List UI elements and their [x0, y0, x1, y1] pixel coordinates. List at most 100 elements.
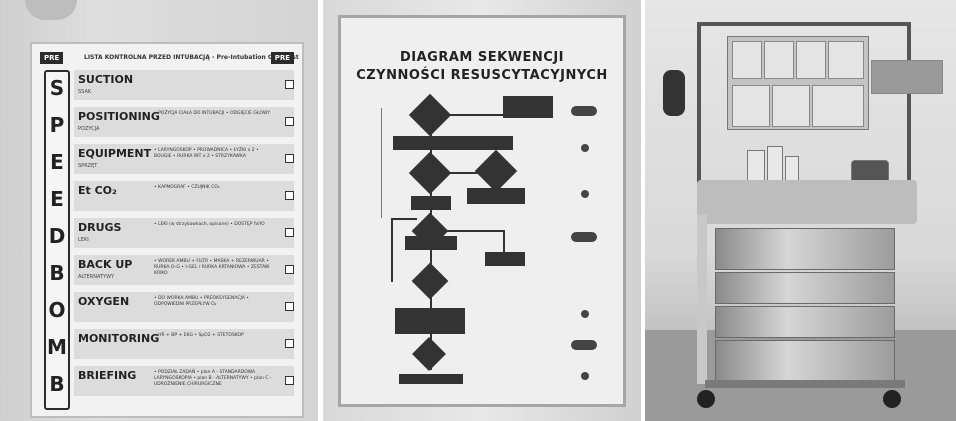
row-detail: • KAPNOGRAF • CZUJNIK CO₂	[154, 185, 220, 190]
mnemonic-letter: B	[49, 372, 65, 396]
process-node	[411, 196, 451, 210]
checklist-board: PRE LISTA KONTROLNA PRZED INTUBACJĄ - Pr…	[32, 44, 302, 416]
cart-photo	[645, 0, 956, 421]
row-label: EQUIPMENT	[78, 147, 152, 160]
checklist-row: SUCTION SSAK	[74, 70, 294, 100]
mnemonic-letter: O	[48, 298, 66, 322]
side-note-dot	[581, 144, 589, 152]
process-node	[503, 96, 553, 118]
row-detail: • DO WORKA AMBU • PREOKSYGENACJA • ODPOW…	[154, 296, 249, 307]
row-label: POSITIONING	[78, 110, 160, 123]
side-note-oval	[571, 106, 597, 116]
row-label: Et CO₂	[78, 184, 117, 197]
checklist-row: POSITIONING POZYCJA • POZYCJA CIAŁA DO I…	[74, 107, 294, 137]
process-node	[467, 188, 525, 204]
decision-node	[474, 149, 518, 193]
row-sublabel: ALTERNATYWY	[78, 274, 115, 280]
mnemonic-letter: M	[47, 335, 67, 359]
storage-bin	[812, 85, 864, 127]
checklist-row: DRUGS LEKI • LEKI (w strzykawkach, opisa…	[74, 218, 294, 248]
cart-top-rail	[697, 22, 911, 26]
checklist-row: BACK UP ALTERNATYWY • WOREK AMBU + FILTR…	[74, 255, 294, 285]
mnemonic-letter: S	[49, 76, 65, 100]
side-note-dot	[581, 372, 589, 380]
cart-base	[705, 380, 905, 388]
process-node	[393, 136, 513, 150]
pre-tag-right: PRE	[270, 52, 294, 64]
diagram-title-line1: DIAGRAM SEKWENCJI	[399, 50, 565, 65]
timeline-line	[381, 108, 382, 218]
row-detail: • LARYNGOSKOP • PROWADNICA • ŁYŻKI x 2 •…	[154, 148, 259, 159]
mnemonic-letter: E	[50, 150, 64, 174]
row-label: BACK UP	[78, 258, 133, 271]
process-node	[405, 236, 457, 250]
storage-bin	[732, 85, 770, 127]
checklist-row: EQUIPMENT SPRZĘT • LARYNGOSKOP • PROWADN…	[74, 144, 294, 174]
row-detail: • POZYCJA CIAŁA DO INTUBACJI • ODGIĘCIE …	[154, 111, 271, 116]
cart-drawer	[715, 272, 895, 304]
checklist-title: LISTA KONTROLNA PRZED INTUBACJĄ - Pre-In…	[84, 54, 299, 61]
checkbox	[285, 80, 294, 89]
side-note-oval	[571, 232, 597, 242]
row-detail: • PODZIAŁ ZADAŃ • plan A - STANDARDOWA L…	[154, 370, 272, 387]
checklist-row: OXYGEN • DO WORKA AMBU • PREOKSYGENACJA …	[74, 292, 294, 322]
organizer-shelf	[727, 36, 869, 130]
checklist-row: MONITORING • HR + BP + EKG • SpO2 + STET…	[74, 329, 294, 359]
row-label: DRUGS	[78, 221, 122, 234]
row-label: BRIEFING	[78, 369, 137, 382]
cart-wheel	[697, 390, 715, 408]
checkbox	[285, 228, 294, 237]
loop-connector	[391, 218, 393, 282]
row-sublabel: LEKI	[78, 237, 89, 243]
cart-handle-rail	[697, 22, 701, 212]
cart-drawer	[715, 340, 895, 382]
pre-tag-left: PRE	[40, 52, 64, 64]
storage-bin	[732, 41, 762, 79]
row-label: SUCTION	[78, 73, 134, 86]
diagram-photo: DIAGRAM SEKWENCJI CZYNNOŚCI RESUSCYTACYJ…	[323, 0, 641, 421]
checkbox	[285, 302, 294, 311]
row-sublabel: SSAK	[78, 89, 92, 95]
mnemonic-letter: B	[49, 261, 65, 285]
flow-connector	[503, 230, 505, 254]
flow-connector	[446, 172, 486, 174]
diagram-poster: DIAGRAM SEKWENCJI CZYNNOŚCI RESUSCYTACYJ…	[341, 18, 623, 404]
row-detail: • WOREK AMBU + FILTR • MASKA + REZERWUAR…	[154, 259, 270, 276]
decision-node	[408, 151, 452, 195]
cart-drawer	[715, 228, 895, 270]
mnemonic-letter: P	[49, 113, 65, 137]
checkbox	[285, 154, 294, 163]
flow-connector	[445, 230, 503, 232]
decision-node	[412, 337, 446, 371]
checkbox	[285, 191, 294, 200]
mnemonic-letter: E	[50, 187, 64, 211]
row-sublabel: POZYCJA	[78, 126, 100, 132]
cart-drawer	[715, 306, 895, 338]
mnemonic-letter: D	[48, 224, 66, 248]
checkbox	[285, 265, 294, 274]
loop-connector	[391, 218, 417, 220]
storage-bin	[764, 41, 794, 79]
checklist-photo: PRE LISTA KONTROLNA PRZED INTUBACJĄ - Pr…	[0, 0, 318, 421]
flow-connector	[446, 114, 504, 116]
storage-bin	[772, 85, 810, 127]
cart-worktop	[697, 180, 917, 224]
storage-bin	[796, 41, 826, 79]
diagram-title-line2: CZYNNOŚCI RESUSCYTACYJNYCH	[356, 68, 608, 83]
cart-wheel	[883, 390, 901, 408]
side-note-dot	[581, 310, 589, 318]
checklist-row: Et CO₂ • KAPNOGRAF • CZUJNIK CO₂	[74, 181, 294, 211]
side-note-oval	[571, 340, 597, 350]
checkbox	[285, 376, 294, 385]
row-label: MONITORING	[78, 332, 160, 345]
row-detail: • LEKI (w strzykawkach, opisane) • DOSTĘ…	[154, 222, 265, 227]
decision-node	[411, 262, 449, 300]
mnemonic-letters: S P E E D B O M B	[44, 70, 70, 410]
process-node	[395, 308, 465, 334]
side-note-dot	[581, 190, 589, 198]
side-panel	[697, 214, 707, 384]
checklist-row: BRIEFING • PODZIAŁ ZADAŃ • plan A - STAN…	[74, 366, 294, 396]
checkbox	[285, 117, 294, 126]
ambu-bag	[663, 70, 685, 116]
cart-handle-rail	[907, 22, 911, 212]
